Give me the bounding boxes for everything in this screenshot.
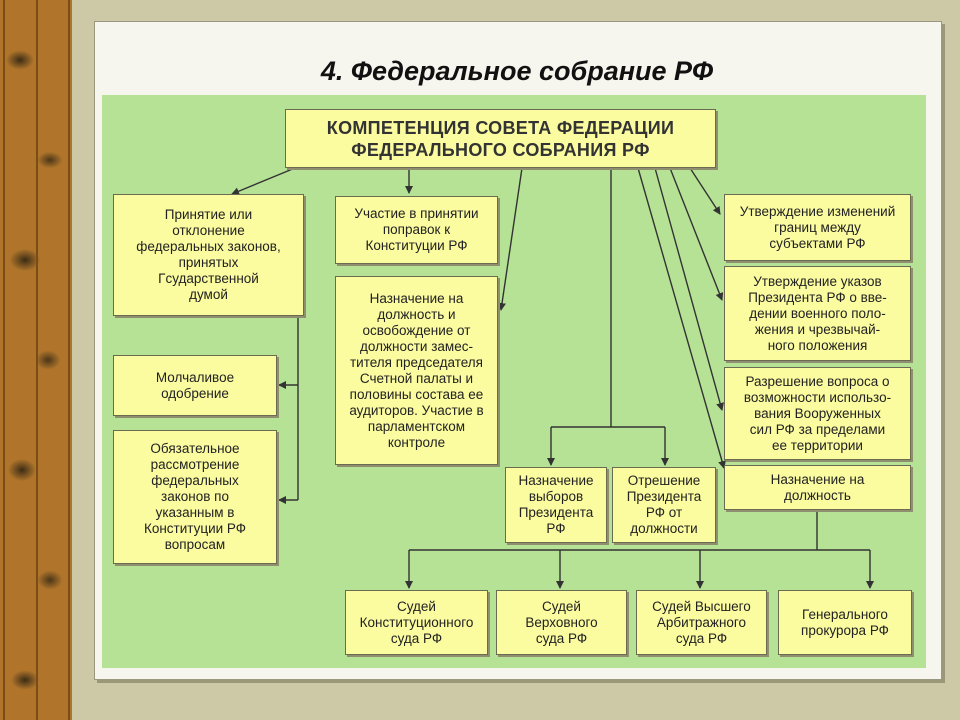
audit-chamber-text: Назначение на должность и освобождение о… [349, 290, 484, 450]
supreme-court-text: Судей Верховного суда РФ [525, 598, 598, 646]
amendments-text: Участие в принятии поправок к Конституци… [354, 206, 479, 253]
mandatory-review-box: Обязательное рассмотрение федеральных за… [113, 430, 277, 564]
borders-text: Утверждение изменений границ между субъе… [739, 203, 896, 251]
arrow-to-audit-chamber [498, 167, 523, 311]
prosecutor-text: Генерального прокурора РФ [801, 606, 889, 638]
silent-approval-text: Молчаливое одобрение [155, 369, 235, 401]
arrow-to-decrees [669, 167, 724, 301]
appointment-box: Назначение на должность [724, 465, 911, 510]
competence-header-box: КОМПЕТЕНЦИЯ СОВЕТА ФЕДЕРАЦИИ ФЕДЕРАЛЬНОГ… [285, 109, 716, 168]
constitutional-court-box: Судей Конституционного суда РФ [345, 590, 488, 655]
elections-text: Назначение выборов Президента РФ [518, 473, 594, 536]
impeachment-box: Отрешение Президента РФ от должности [612, 467, 716, 543]
supreme-court-box: Судей Верховного суда РФ [496, 590, 627, 655]
arrow-to-appointment [637, 167, 726, 469]
adoption-text: Принятие или отклонение федеральных зако… [136, 207, 281, 302]
elections-box: Назначение выборов Президента РФ [505, 467, 607, 543]
strip-line [36, 0, 38, 720]
armed-forces-text: Разрешение вопроса о возможности использ… [743, 373, 892, 453]
competence-header-text: КОМПЕТЕНЦИЯ СОВЕТА ФЕДЕРАЦИИ ФЕДЕРАЛЬНОГ… [326, 117, 675, 160]
slide-title: 4. Федеральное собрание РФ [320, 56, 714, 86]
armed-forces-box: Разрешение вопроса о возможности использ… [724, 367, 911, 460]
arbitration-court-box: Судей Высшего Арбитражного суда РФ [636, 590, 767, 655]
arrow-to-armed-forces [654, 167, 724, 411]
strip-line [68, 0, 70, 720]
silent-approval-box: Молчаливое одобрение [113, 355, 277, 416]
strip-line [3, 0, 5, 720]
appointment-text: Назначение на должность [770, 471, 865, 503]
decorative-side-strip [0, 0, 72, 720]
decrees-text: Утверждение указов Президента РФ о вве- … [748, 273, 887, 353]
arrow-to-borders [689, 167, 721, 215]
prosecutor-box: Генерального прокурора РФ [778, 590, 912, 655]
impeachment-text: Отрешение Президента РФ от должности [626, 473, 702, 536]
borders-box: Утверждение изменений границ между субъе… [724, 194, 911, 261]
constitutional-court-text: Судей Конституционного суда РФ [359, 598, 474, 646]
audit-chamber-box: Назначение на должность и освобождение о… [335, 276, 498, 465]
adoption-box: Принятие или отклонение федеральных зако… [113, 194, 304, 316]
decrees-box: Утверждение указов Президента РФ о вве- … [724, 266, 911, 361]
mandatory-review-text: Обязательное рассмотрение федеральных за… [143, 441, 247, 552]
arbitration-court-text: Судей Высшего Арбитражного суда РФ [652, 598, 751, 646]
amendments-box: Участие в принятии поправок к Конституци… [335, 196, 498, 264]
arrow-to-adoption [231, 167, 296, 196]
